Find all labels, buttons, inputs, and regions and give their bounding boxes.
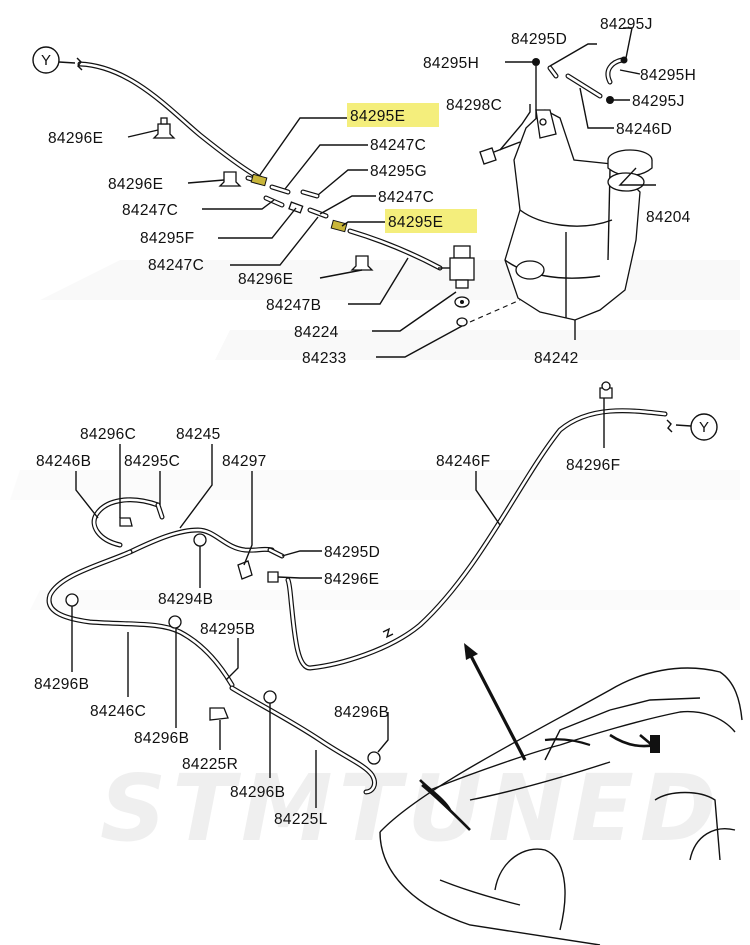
label-84296e-2: 84296E (108, 176, 163, 193)
clip-84296e-lower (350, 255, 374, 271)
label-84245: 84245 (176, 426, 221, 443)
label-84247c-3: 84247C (122, 202, 178, 219)
label-84247c-1: 84247C (370, 137, 426, 154)
clip-84296e-upper (152, 117, 176, 139)
label-84295j-top: 84295J (600, 16, 653, 33)
label-84246d: 84246D (616, 121, 672, 138)
label-84295d-mid: 84295D (324, 544, 380, 561)
clip-84296c (119, 517, 133, 527)
label-84247c-4: 84247C (148, 257, 204, 274)
label-84295f: 84295F (140, 230, 194, 247)
highlight-84295e-upper (347, 103, 439, 127)
label-84295g: 84295G (370, 163, 427, 180)
label-84296e-1: 84296E (48, 130, 103, 147)
washer-pump (438, 245, 475, 289)
label-84242: 84242 (534, 350, 579, 367)
label-84296b-4: 84296B (230, 784, 285, 801)
clip-84296e-mid (218, 171, 242, 187)
hose-84246f (285, 408, 668, 671)
watermark: STMTUNED (10, 260, 740, 862)
pump-grommet (454, 296, 470, 327)
label-84247b: 84247B (266, 297, 321, 314)
label-84246c: 84246C (90, 703, 146, 720)
connector-y-top-label: Y (41, 52, 51, 69)
label-84295e-lower: 84295E (388, 214, 443, 231)
check-valve-84297 (237, 560, 279, 583)
clip-84294b (193, 533, 207, 547)
label-84225l: 84225L (274, 811, 328, 828)
label-84295h-left: 84295H (423, 55, 479, 72)
label-84204: 84204 (646, 209, 691, 226)
label-84225r: 84225R (182, 756, 238, 773)
clip-84296b-4 (367, 751, 381, 765)
label-84295e-upper: 84295E (350, 108, 405, 125)
highlight-84295e-lower (385, 209, 477, 233)
joint-84295d-mid (267, 547, 285, 559)
label-84295c: 84295C (124, 453, 180, 470)
hose-84245 (127, 527, 275, 555)
filler-cap (607, 149, 653, 192)
tank-top-hoses (532, 56, 628, 118)
car-outline (379, 667, 743, 945)
label-84295h-right: 84295H (640, 67, 696, 84)
label-84246b: 84246B (36, 453, 91, 470)
label-84233: 84233 (302, 350, 347, 367)
label-84294b: 84294B (158, 591, 213, 608)
connector-y-top: Y (32, 46, 76, 74)
connector-y-right: Y (666, 413, 718, 441)
label-84295d-top: 84295D (511, 31, 567, 48)
label-84296e-3: 84296E (238, 271, 293, 288)
clip-84296b-2 (168, 615, 182, 629)
label-84296e-4: 84296E (324, 571, 379, 588)
clip-84296b-1 (65, 593, 79, 607)
washer-tank (504, 109, 641, 321)
arrow-car-to-view (464, 643, 527, 761)
label-84295b: 84295B (200, 621, 255, 638)
clip-84296f (599, 381, 613, 399)
label-84246f: 84246F (436, 453, 490, 470)
connector-y-right-label: Y (699, 419, 709, 436)
leader-lines (71, 27, 656, 808)
hose-84246c (46, 549, 235, 688)
label-84296b-3: 84296B (334, 704, 389, 721)
label-84296b-1: 84296B (34, 676, 89, 693)
joint-84295c (155, 502, 165, 520)
label-84295j-right: 84295J (632, 93, 685, 110)
label-84296b-2: 84296B (134, 730, 189, 747)
hose-84225l (229, 685, 377, 795)
label-84224: 84224 (294, 324, 339, 341)
nozzle-84225r (209, 707, 229, 721)
label-84296f: 84296F (566, 457, 620, 474)
bolt-84298c (479, 141, 521, 165)
label-84296c: 84296C (80, 426, 136, 443)
hose-front-upper (76, 57, 263, 181)
label-84247c-2: 84247C (378, 189, 434, 206)
part-labels: 84295J 84295D 84295H 84295H 84295J 84298… (34, 16, 696, 828)
clip-84296b-3 (263, 690, 277, 704)
label-84297: 84297 (222, 453, 267, 470)
joint-hoses (245, 173, 443, 271)
label-84298c: 84298C (446, 97, 502, 114)
